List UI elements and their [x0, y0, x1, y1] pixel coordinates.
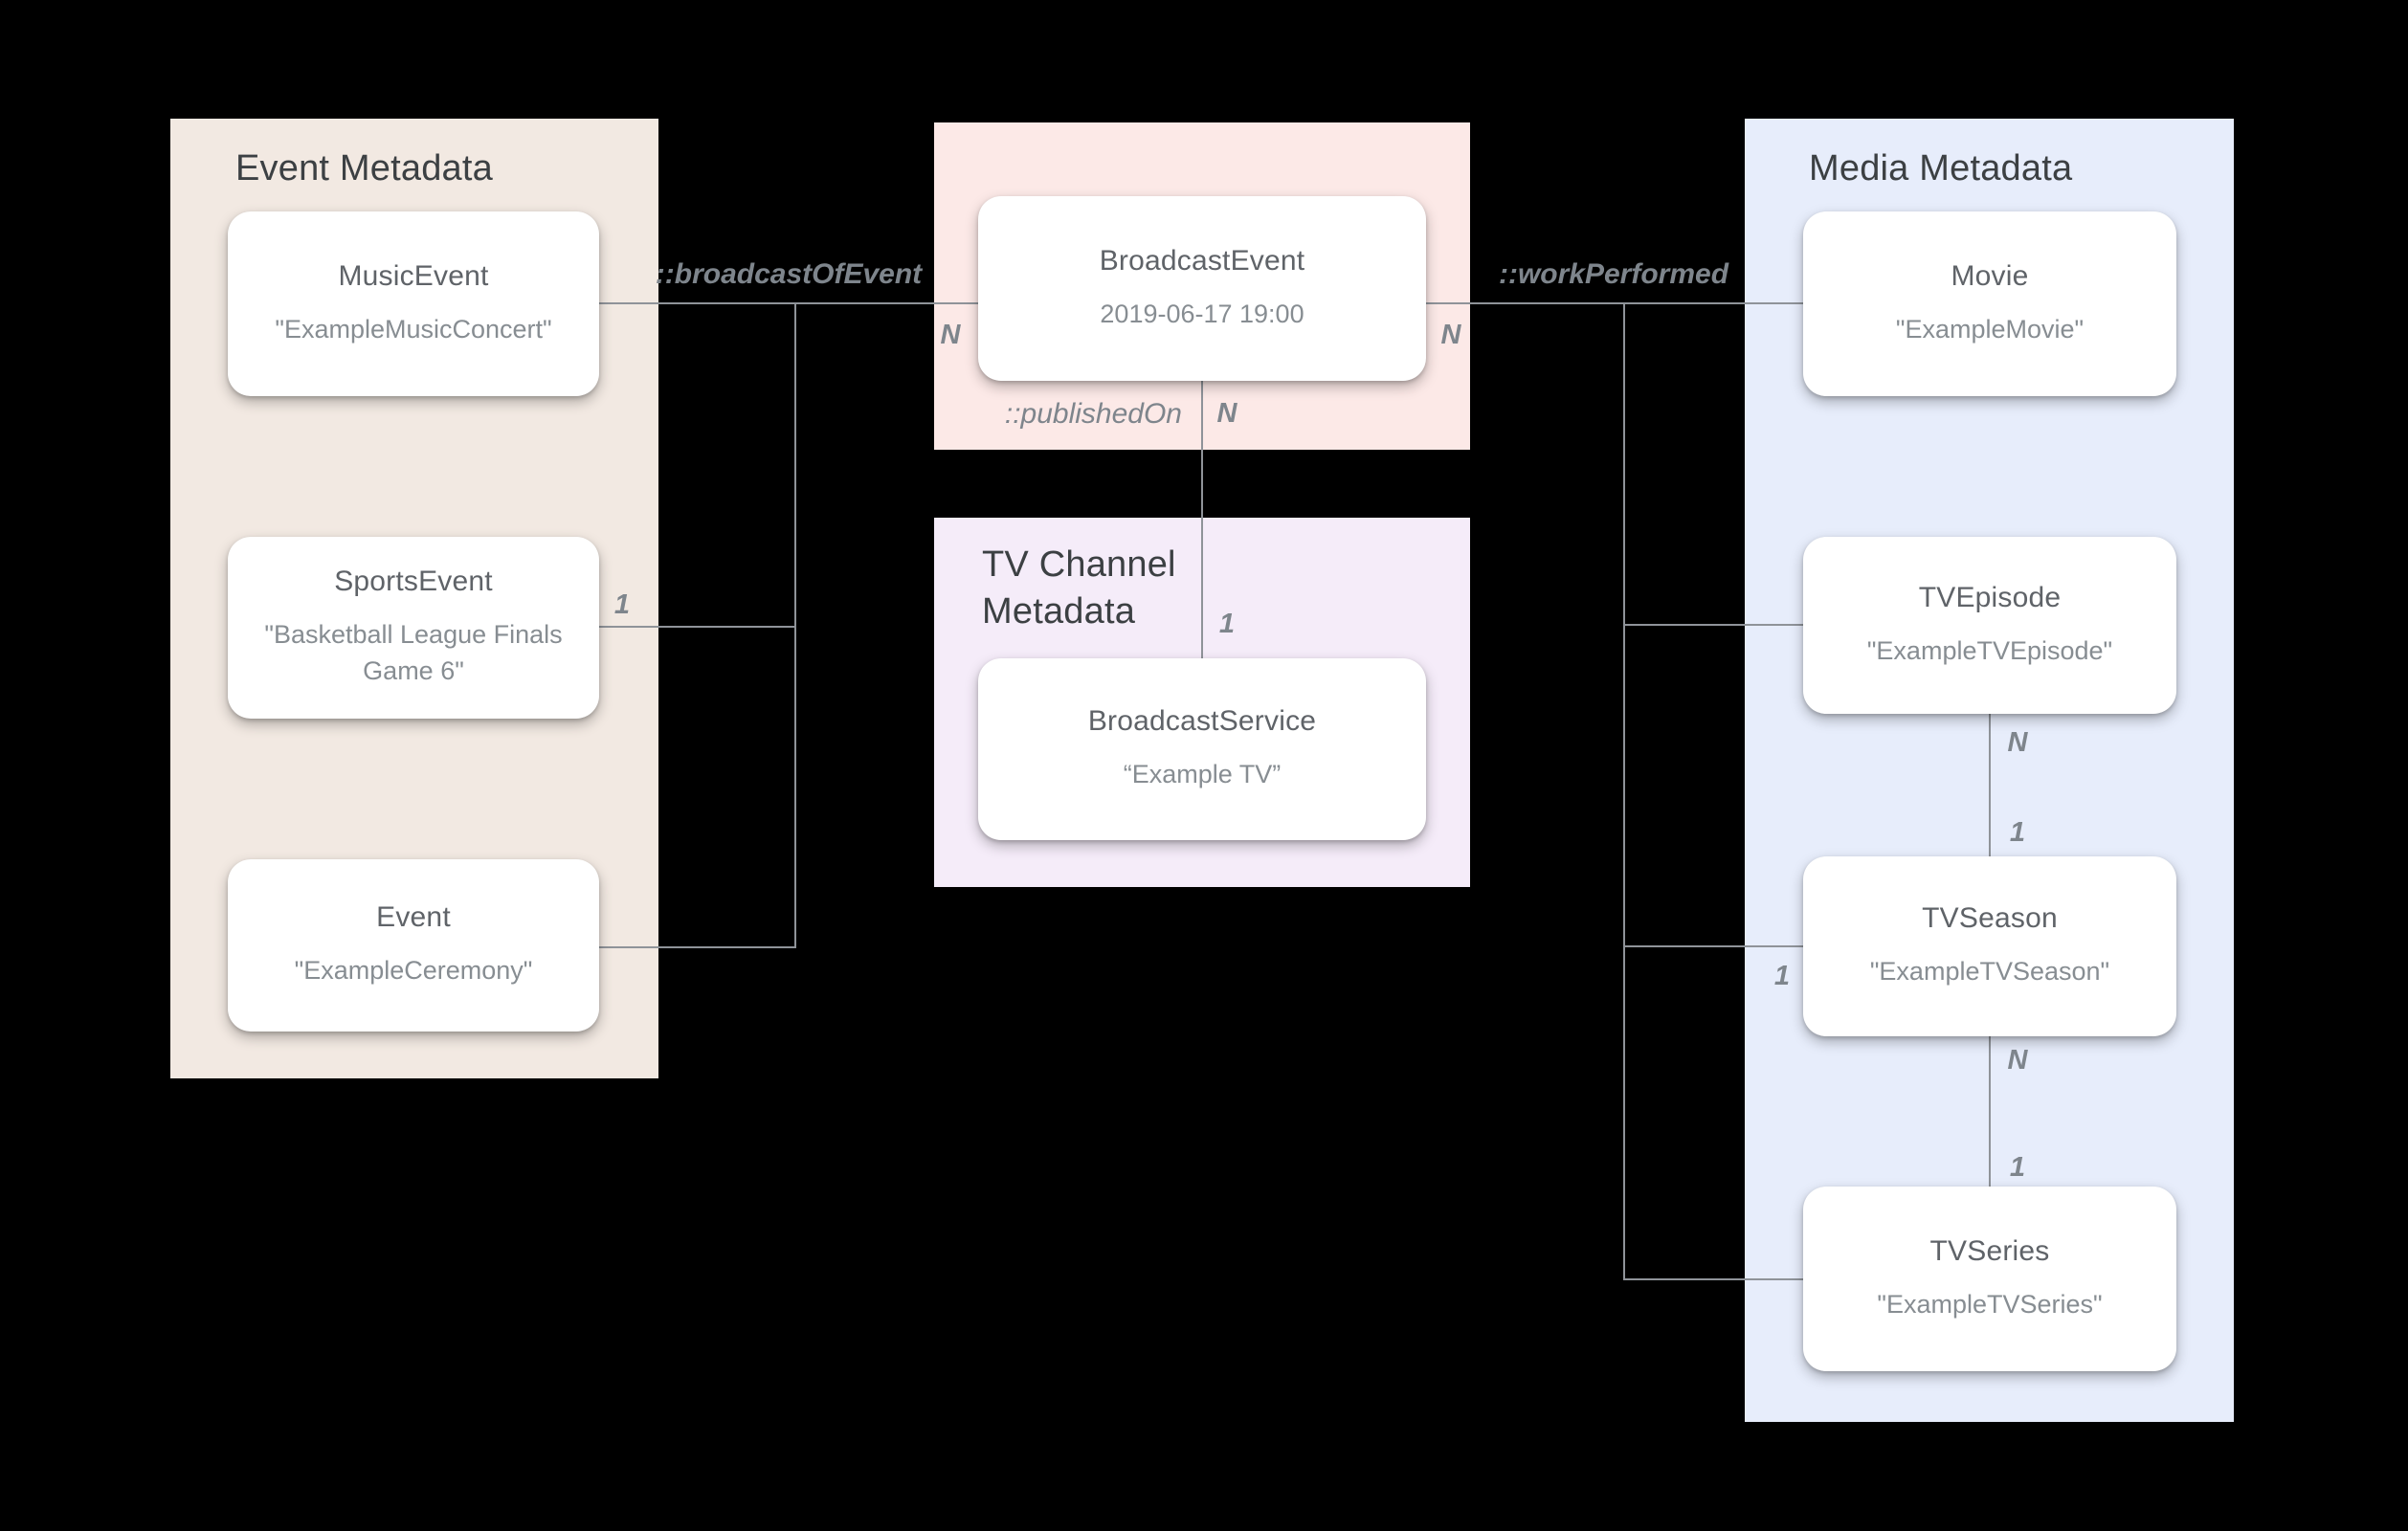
cardinality-sportsevent-1: 1: [613, 589, 631, 620]
connector-left-trunk: [794, 302, 796, 948]
node-music-event: MusicEvent "ExampleMusicConcert": [228, 211, 599, 396]
connector-sportsevent-branch: [599, 626, 796, 628]
node-event: Event "ExampleCeremony": [228, 859, 599, 1032]
connector-broadcastevent-movie: [1426, 302, 1803, 304]
cardinality-broadcastservice-1: 1: [1218, 609, 1236, 639]
node-tv-series: TVSeries "ExampleTVSeries": [1803, 1187, 2176, 1371]
node-subtitle: "ExampleTVEpisode": [1866, 635, 2113, 665]
cardinality-publishedon-n: N: [1216, 398, 1237, 429]
node-subtitle: "ExampleTVSeason": [1869, 957, 2110, 987]
connector-right-trunk: [1623, 302, 1625, 1280]
cardinality-tvseason-left-1: 1: [1773, 961, 1791, 991]
node-subtitle: “Example TV”: [1123, 760, 1282, 789]
node-broadcast-event: BroadcastEvent 2019-06-17 19:00: [978, 196, 1426, 381]
node-title: Event: [376, 901, 451, 934]
panel-title-event-metadata: Event Metadata: [235, 148, 493, 189]
cardinality-broadcastevent-left-n: N: [940, 320, 961, 350]
node-tv-episode: TVEpisode "ExampleTVEpisode": [1803, 537, 2176, 714]
connector-tvseason-tvseries: [1989, 1036, 1991, 1187]
connector-musicevent-broadcastevent: [599, 302, 978, 304]
cardinality-tvepisode-bottom-n: N: [2007, 727, 2028, 758]
cardinality-tvseason-bottom-n: N: [2007, 1045, 2028, 1076]
node-broadcast-service: BroadcastService “Example TV”: [978, 658, 1426, 840]
cardinality-broadcastevent-right-n: N: [1440, 320, 1461, 350]
edge-label-publishedon: ::publishedOn: [1004, 398, 1182, 430]
node-subtitle: "ExampleCeremony": [294, 956, 533, 986]
connector-event-branch: [599, 946, 796, 948]
node-title: SportsEvent: [334, 566, 493, 598]
node-title: Movie: [1951, 259, 2029, 292]
node-title: TVSeries: [1929, 1234, 2050, 1267]
node-tv-season: TVSeason "ExampleTVSeason": [1803, 856, 2176, 1036]
node-subtitle: "Basketball League Finals Game 6": [264, 620, 563, 685]
connector-tvepisode-branch: [1623, 624, 1803, 626]
edge-label-workperformed: ::workPerformed: [1498, 258, 1729, 290]
panel-title-tv-channel-metadata: TV Channel Metadata: [982, 544, 1176, 632]
panel-title-media-metadata: Media Metadata: [1809, 148, 2073, 189]
node-movie: Movie "ExampleMovie": [1803, 211, 2176, 396]
connector-tvseries-branch: [1623, 1278, 1803, 1280]
node-title: TVSeason: [1922, 902, 2058, 935]
node-sports-event: SportsEvent "Basketball League Finals Ga…: [228, 537, 599, 719]
edge-label-broadcastofevent: ::broadcastOfEvent: [655, 258, 923, 290]
node-subtitle: 2019-06-17 19:00: [1100, 299, 1304, 328]
node-title: BroadcastEvent: [1099, 244, 1305, 277]
cardinality-tvseason-top-1: 1: [2009, 817, 2026, 848]
cardinality-tvseries-top-1: 1: [2009, 1152, 2026, 1183]
node-title: MusicEvent: [338, 259, 489, 292]
connector-tvepisode-tvseason: [1989, 714, 1991, 856]
node-title: BroadcastService: [1087, 705, 1317, 738]
connector-tvseason-branch: [1623, 945, 1803, 947]
node-subtitle: "ExampleMusicConcert": [275, 314, 552, 344]
node-title: TVEpisode: [1918, 581, 2062, 613]
node-subtitle: "ExampleMovie": [1895, 314, 2085, 344]
connector-publishedon: [1201, 381, 1203, 658]
node-subtitle: "ExampleTVSeries": [1877, 1289, 2103, 1319]
